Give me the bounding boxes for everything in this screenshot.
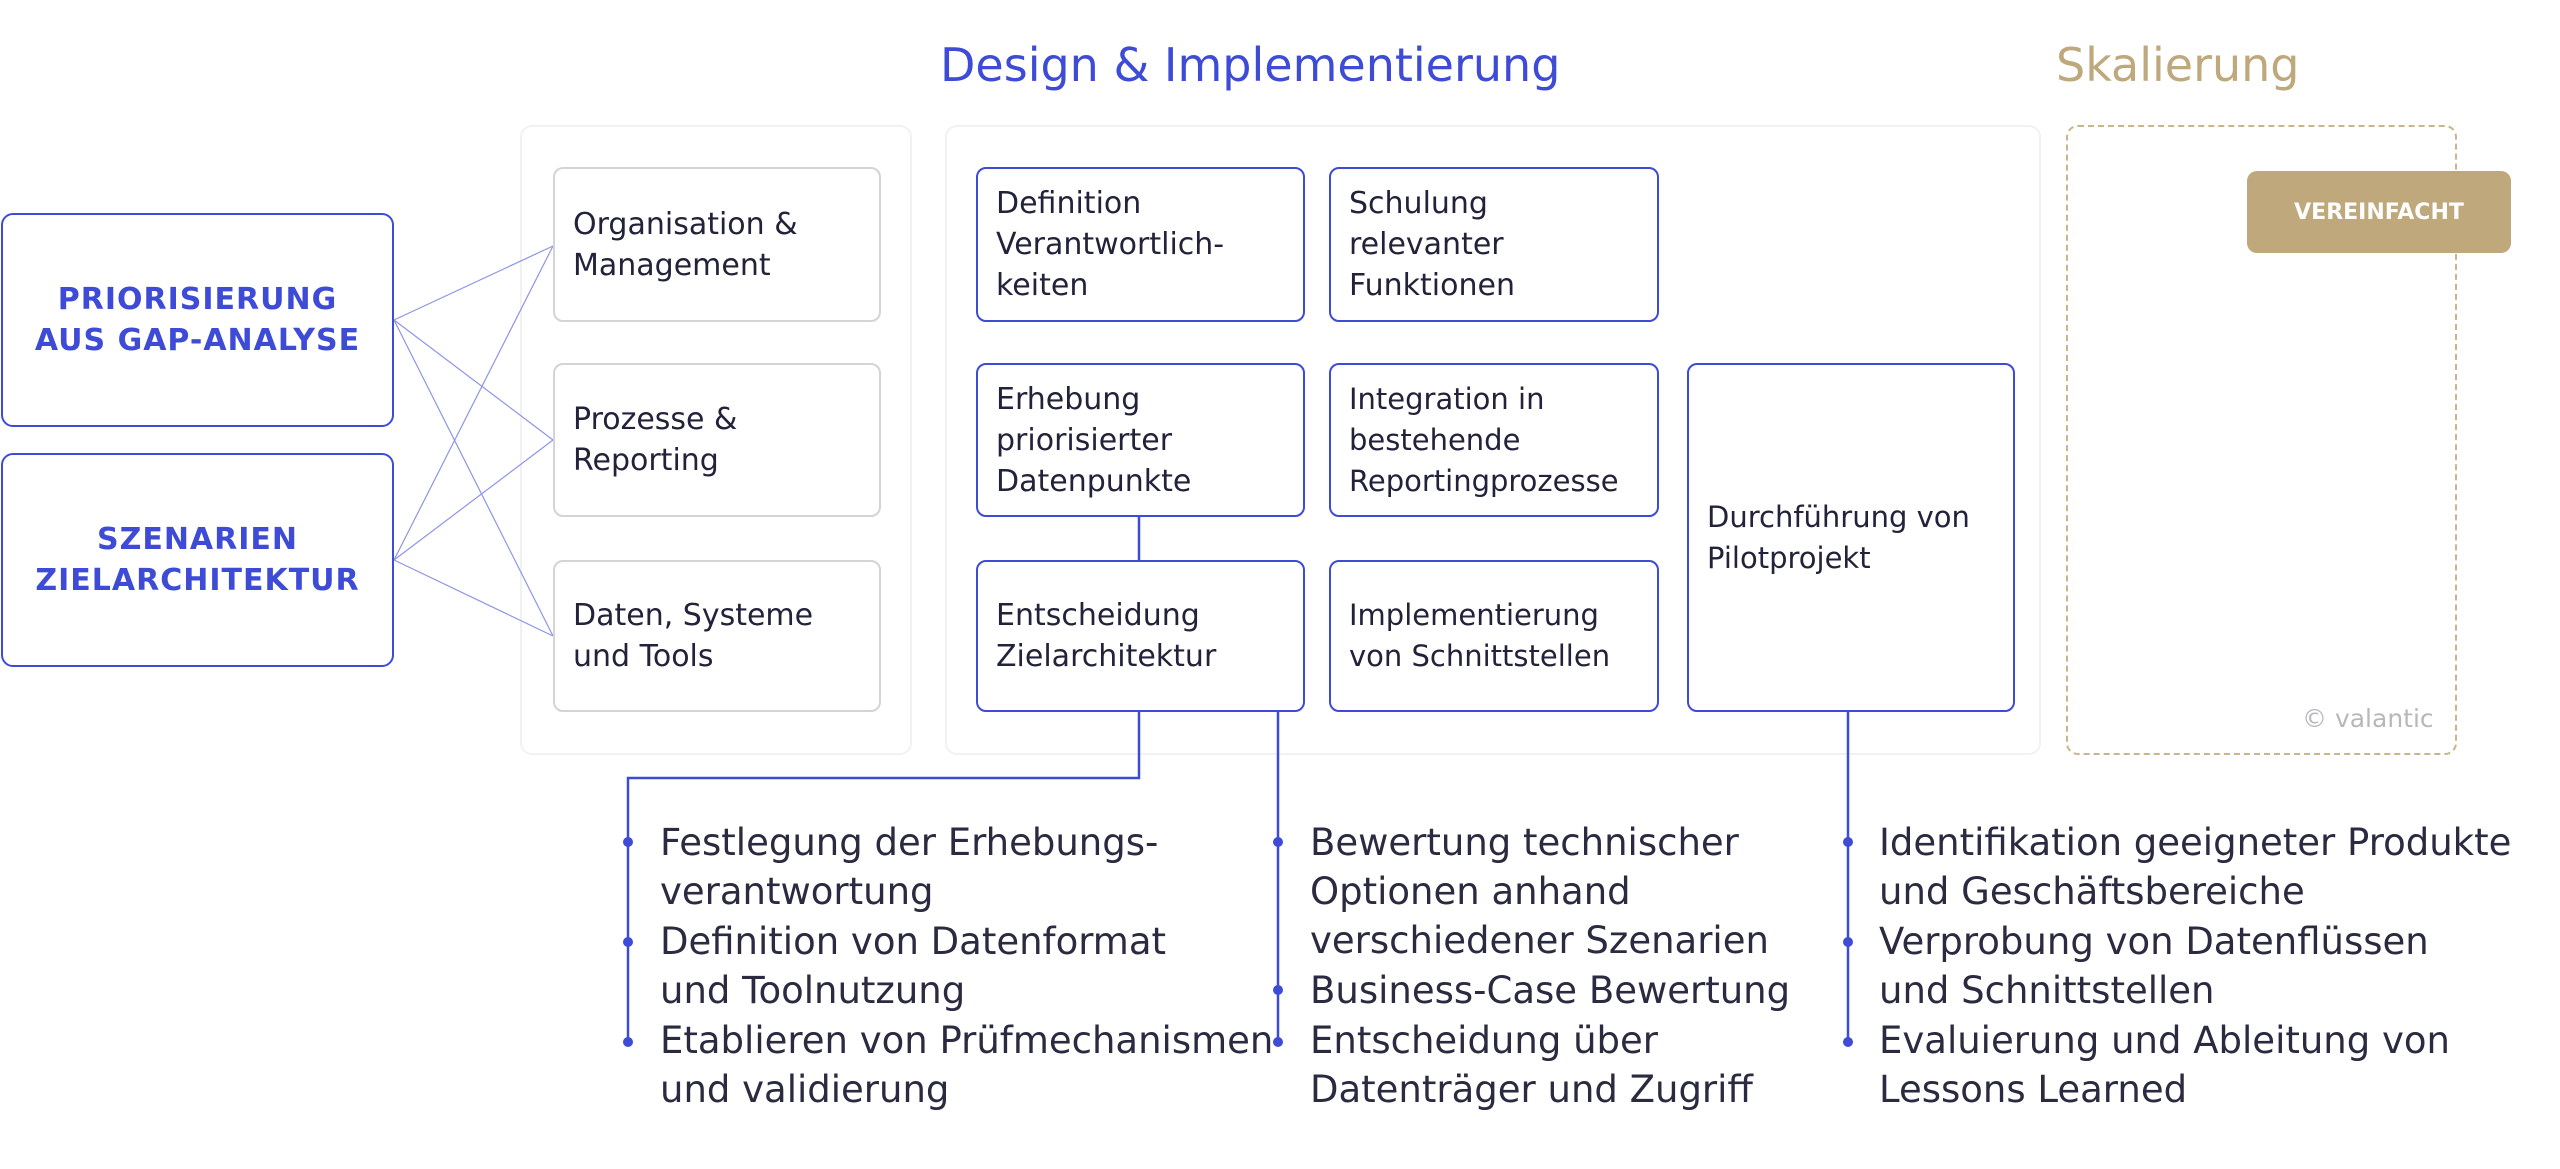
scaling-panel <box>2066 125 2457 755</box>
bullet-dot <box>1273 985 1283 995</box>
bullet-dot <box>1273 1037 1283 1047</box>
step-label: Integration in bestehende Reportingproze… <box>1349 381 1619 498</box>
input-label: PRIORISIERUNG AUS GAP-ANALYSE <box>34 282 361 358</box>
connector-line <box>393 319 554 441</box>
connector-line <box>393 245 554 561</box>
input-label: SZENARIEN ZIELARCHITEKTUR <box>35 522 360 598</box>
step-label: Implementierung von Schnittstellen <box>1349 598 1611 673</box>
detail-item: Verprobung von Datenflüssen und Schnitts… <box>1879 920 2429 1012</box>
detail-line-col1 <box>626 712 1141 1042</box>
design-header: Design & Implementierung <box>940 38 1561 92</box>
step-label: Erhebung priorisierter Datenpunkte <box>996 381 1192 499</box>
detail-item: Etablieren von Prüfmechanismen und valid… <box>660 1019 1274 1111</box>
connector-line <box>393 319 554 637</box>
input-gap-analysis: PRIORISIERUNG AUS GAP-ANALYSE <box>1 213 394 427</box>
step-label: Definition Verantwortlich-keiten <box>996 186 1225 303</box>
dimension-label: Daten, Systeme und Tools <box>573 598 814 674</box>
step-implementierung: Implementierung von Schnittstellen <box>1329 560 1659 712</box>
bullet-dot <box>1843 837 1853 847</box>
connector-line <box>393 245 554 321</box>
dimension-label: Prozesse & Reporting <box>573 402 738 478</box>
input-target-architecture: SZENARIEN ZIELARCHITEKTUR <box>1 453 394 667</box>
dimension-processes: Prozesse & Reporting <box>553 363 881 517</box>
details-col1: Festlegung der Erhebungs-verantwortung D… <box>660 818 1273 1115</box>
simplified-button[interactable]: VEREINFACHT <box>2247 171 2511 253</box>
bullet-dot <box>1843 937 1853 947</box>
step-label: Durchführung von Pilotprojekt <box>1707 499 1970 575</box>
detail-item: Bewertung technischer Optionen anhand ve… <box>1310 821 1769 962</box>
bullet-dot <box>623 937 633 947</box>
detail-item: Identifikation geeigneter Produkte und G… <box>1879 821 2512 913</box>
step-label: Schulung relevanter Funktionen <box>1349 186 1515 303</box>
copyright: © valantic <box>2302 704 2434 733</box>
dimension-label: Organisation & Management <box>573 206 798 283</box>
step-definition: Definition Verantwortlich-keiten <box>976 167 1305 322</box>
detail-item: Business-Case Bewertung <box>1310 969 1791 1012</box>
step-schulung: Schulung relevanter Funktionen <box>1329 167 1659 322</box>
bullet-dot <box>623 1037 633 1047</box>
scaling-header: Skalierung <box>2056 38 2300 92</box>
connector-line <box>393 439 554 561</box>
bullet-dot <box>623 837 633 847</box>
details-col2: Bewertung technischer Optionen anhand ve… <box>1310 818 1830 1115</box>
bullet-dot <box>1273 837 1283 847</box>
step-label: Entscheidung Zielarchitektur <box>996 598 1217 674</box>
step-integration: Integration in bestehende Reportingproze… <box>1329 363 1659 517</box>
connector-line <box>393 559 554 637</box>
step-erhebung: Erhebung priorisierter Datenpunkte <box>976 363 1305 517</box>
dimension-organisation: Organisation & Management <box>553 167 881 322</box>
detail-item: Evaluierung und Ableitung von Lessons Le… <box>1879 1019 2450 1111</box>
detail-item: Entscheidung über Datenträger und Zugrif… <box>1310 1019 1753 1111</box>
dimension-data-systems: Daten, Systeme und Tools <box>553 560 881 712</box>
step-entscheidung: Entscheidung Zielarchitektur <box>976 560 1305 712</box>
bullet-dot <box>1843 1037 1853 1047</box>
details-col3: Identifikation geeigneter Produkte und G… <box>1879 818 2519 1115</box>
detail-item: Festlegung der Erhebungs-verantwortung <box>660 821 1159 913</box>
detail-item: Definition von Datenformat und Toolnutzu… <box>660 920 1167 1012</box>
step-pilot: Durchführung von Pilotprojekt <box>1687 363 2015 712</box>
